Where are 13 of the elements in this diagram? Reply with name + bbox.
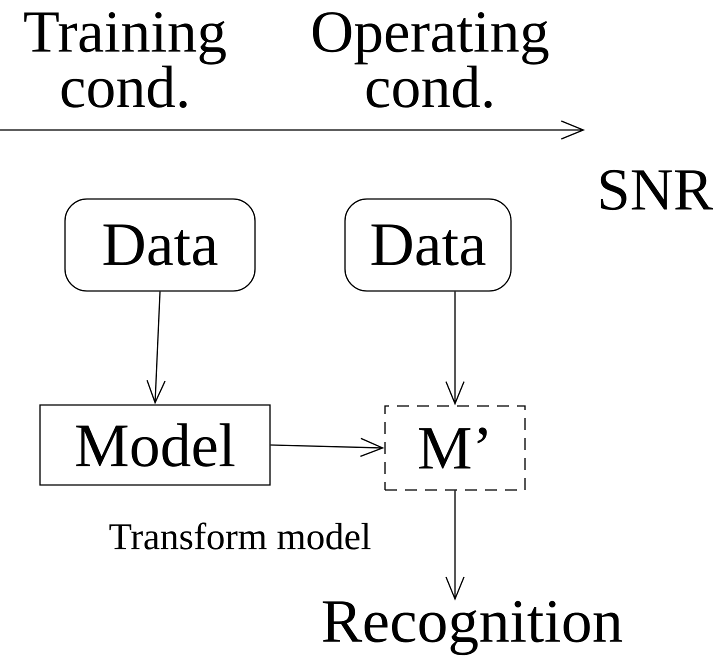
- axis-label: SNR: [600, 170, 714, 210]
- arrow: [445, 292, 465, 406]
- dashed-model-box: M’: [384, 405, 526, 491]
- axis-label: Operating cond.: [312, 12, 548, 108]
- output-text: Recognition: [322, 600, 622, 656]
- data-box: Data: [344, 198, 512, 292]
- axis-label: Training cond.: [24, 12, 226, 108]
- arrow: [146, 292, 166, 404]
- arrow: [445, 490, 465, 601]
- caption-text: Transform model: [109, 522, 371, 550]
- model-box: Model: [39, 404, 271, 486]
- arrow: [270, 438, 384, 457]
- data-box: Data: [64, 198, 256, 292]
